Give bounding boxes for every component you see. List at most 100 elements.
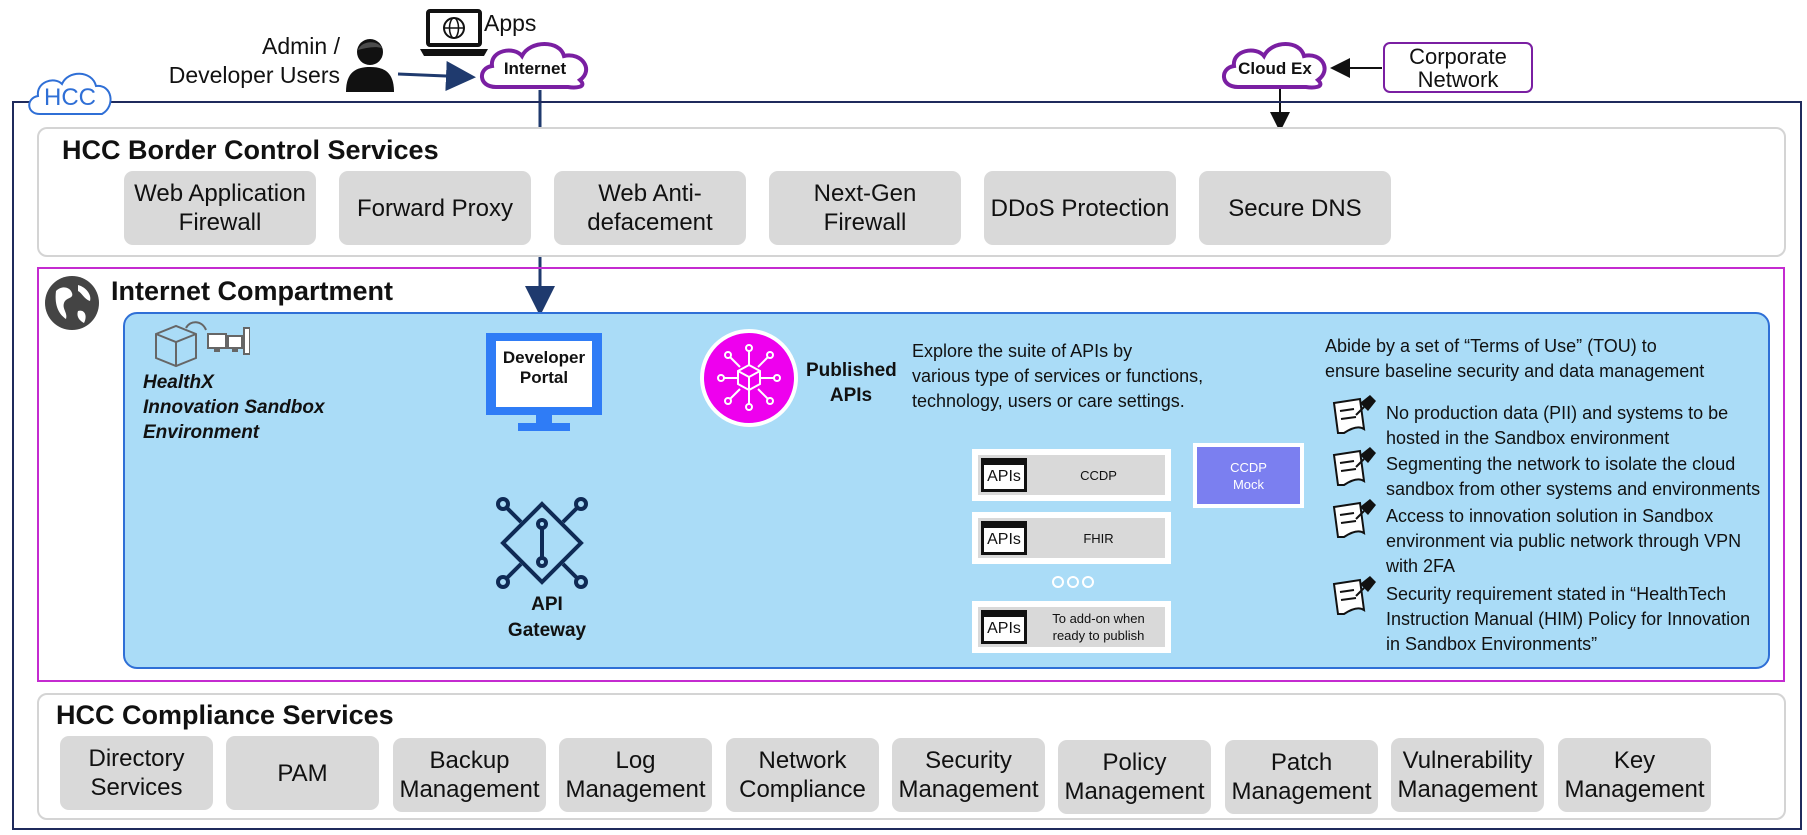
service-line2: Management [565,776,706,803]
service-line1: Network [758,747,847,774]
service-line1: Vulnerability [1402,747,1533,774]
service-backup-management: Backup Management [393,738,546,812]
tou-intro-line1: Abide by a set of “Terms of Use” (TOU) t… [1325,336,1657,356]
api-gateway-icon [496,497,588,589]
service-line2: Management [898,776,1039,803]
tou-item-line3: with 2FA [1386,556,1456,576]
hcc-frame [12,101,1802,830]
service-line2: Management [1231,778,1372,805]
explore-line1: Explore the suite of APIs by [912,341,1133,361]
cloud-ex: Cloud Ex [1216,38,1334,92]
border-control-title: HCC Border Control Services [62,135,439,165]
tou-item-line2: hosted in the Sandbox environment [1386,428,1670,448]
service-line2: Firewall [823,209,907,236]
apps-label: Apps [484,10,537,36]
corporate-line2: Network [1417,66,1499,92]
service-directory-services: Directory Services [60,736,213,810]
service-security-management: Security Management [892,738,1045,812]
tou-item-text: No production data (PII) and systems to … [1386,401,1786,451]
service-line2: Management [1564,776,1705,803]
developer-portal-monitor-icon [486,333,602,431]
tou-item-text: Security requirement stated in “HealthTe… [1386,582,1786,657]
service-line1: Log [615,747,656,774]
explore-line2: various type of services or functions, [912,366,1204,386]
api-row-label: FHIR [1032,518,1165,558]
api-row-ccdp: APIs CCDP [972,449,1171,501]
service-line2: Services [90,774,183,801]
internet-compartment-panel [37,267,1785,682]
globe-icon [45,276,99,330]
service-web-application-firewall: Web Application Firewall [124,171,316,245]
hcc-badge-label: HCC [44,84,96,111]
service-line1: DDoS Protection [990,194,1170,222]
service-line1: PAM [277,759,328,787]
api-row-label: To add-on when ready to publish [1032,607,1165,647]
tou-item-line1: Access to innovation solution in Sandbox [1386,506,1714,526]
users-label-line2: Developer Users [168,62,340,88]
service-line2: defacement [587,209,713,236]
api-gateway-label: API Gateway [492,592,602,644]
tou-item-line2: environment via public network through V… [1386,531,1742,551]
pinned-note-icon [1332,395,1376,434]
service-line1: Forward Proxy [356,194,514,222]
tou-item-line2: Instruction Manual (HIM) Policy for Inno… [1386,609,1751,629]
service-secure-dns: Secure DNS [1199,171,1391,245]
service-line2: Management [1064,778,1205,805]
published-apis-line1: Published [806,360,897,381]
tou-intro: Abide by a set of “Terms of Use” (TOU) t… [1325,334,1704,384]
service-line1: Directory [88,745,185,772]
api-row-line1: FHIR [1083,530,1114,546]
apis-badge: APIs [981,610,1027,644]
tou-item-text: Segmenting the network to isolate the cl… [1386,452,1786,502]
tou-item-line1: Security requirement stated in “HealthTe… [1386,584,1727,604]
service-line2: Firewall [178,209,262,236]
service-line1: Key [1613,747,1656,774]
sandbox-title-line2: Innovation Sandbox [143,397,325,418]
explore-description: Explore the suite of APIs by various typ… [912,339,1203,414]
published-apis-line2: APIs [829,385,873,406]
sandbox-title-line3: Environment [143,422,260,443]
laptop-icon [420,9,488,56]
sandbox-environment-icon [155,321,250,368]
api-row-line2: ready to publish [1052,628,1145,643]
service-line1: Next-Gen [813,180,917,207]
tou-item-line1: No production data (PII) and systems to … [1386,403,1729,423]
api-gateway-line1: API [531,594,563,615]
sandbox-title-line1: HealthX [143,372,214,393]
service-line1: Policy [1102,749,1167,776]
api-row-addon: APIs To add-on when ready to publish [972,601,1171,653]
sandbox-title: HealthX Innovation Sandbox Environment [143,370,325,445]
service-line1: Patch [1270,749,1333,776]
service-line1: Secure DNS [1228,194,1362,222]
developer-portal-line1: Developer [502,348,586,367]
tou-item-line2: sandbox from other systems and environme… [1386,479,1761,499]
service-log-management: Log Management [559,738,712,812]
api-row-label: CCDP [1032,455,1165,495]
hcc-cloud-badge: HCC [24,66,116,120]
users-label-line1: Admin / [262,33,340,59]
tou-intro-line2: ensure baseline security and data manage… [1325,361,1705,381]
api-gateway-line2: Gateway [507,620,587,641]
ccdp-mock-box: CCDP Mock [1193,443,1304,508]
pinned-note-icon [1332,447,1376,486]
api-row-line1: CCDP [1080,467,1117,483]
service-line2: Compliance [739,776,866,803]
tou-item-line3: in Sandbox Environments” [1386,634,1598,654]
developer-portal-line2: Portal [519,368,569,387]
hcc-cloud-icon [28,72,112,115]
user-icon [346,39,394,92]
api-row-line1: To add-on when [1052,611,1145,626]
corporate-network-box: Corporate Network [1383,42,1533,93]
pinned-note-icon [1332,499,1376,538]
service-ddos-protection: DDoS Protection [984,171,1176,245]
service-line2: Management [1397,776,1538,803]
apis-badge-text: APIs [984,528,1024,552]
service-line1: Web Anti- [598,180,702,207]
apis-badge: APIs [981,458,1027,492]
service-vulnerability-management: Vulnerability Management [1391,738,1544,812]
published-apis-icon [700,329,798,427]
published-apis-label: Published APIs [806,358,897,408]
ccdp-mock-line1: CCDP [1230,459,1267,475]
apis-badge-text: APIs [984,617,1024,641]
service-line1: Web Application [134,180,306,207]
